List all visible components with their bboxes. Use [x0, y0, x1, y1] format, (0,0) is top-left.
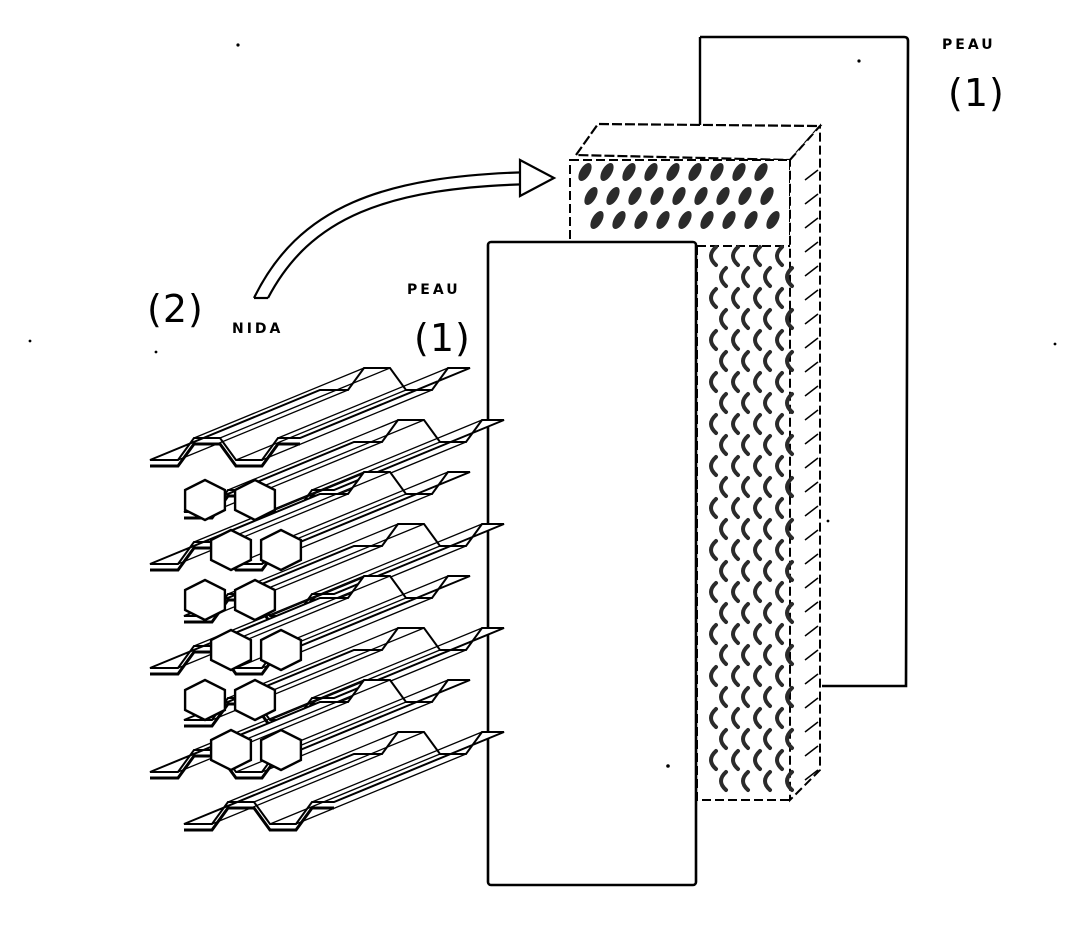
scan-specks [28, 43, 1057, 768]
core-word-label: NIDA [232, 321, 284, 337]
skin-top-word-label: PEAU [942, 37, 996, 53]
skin-front-index-label: (1) [414, 316, 471, 360]
honeycomb-core-block [569, 122, 823, 803]
assembly-arrow [253, 158, 557, 300]
back-skin-panel [698, 35, 910, 688]
skin-front-word-label: PEAU [407, 282, 461, 298]
front-skin-panel [486, 240, 698, 887]
skin-top-index-label: (1) [948, 71, 1005, 115]
honeycomb-detail [149, 367, 505, 832]
core-index-label: (2) [147, 287, 204, 331]
